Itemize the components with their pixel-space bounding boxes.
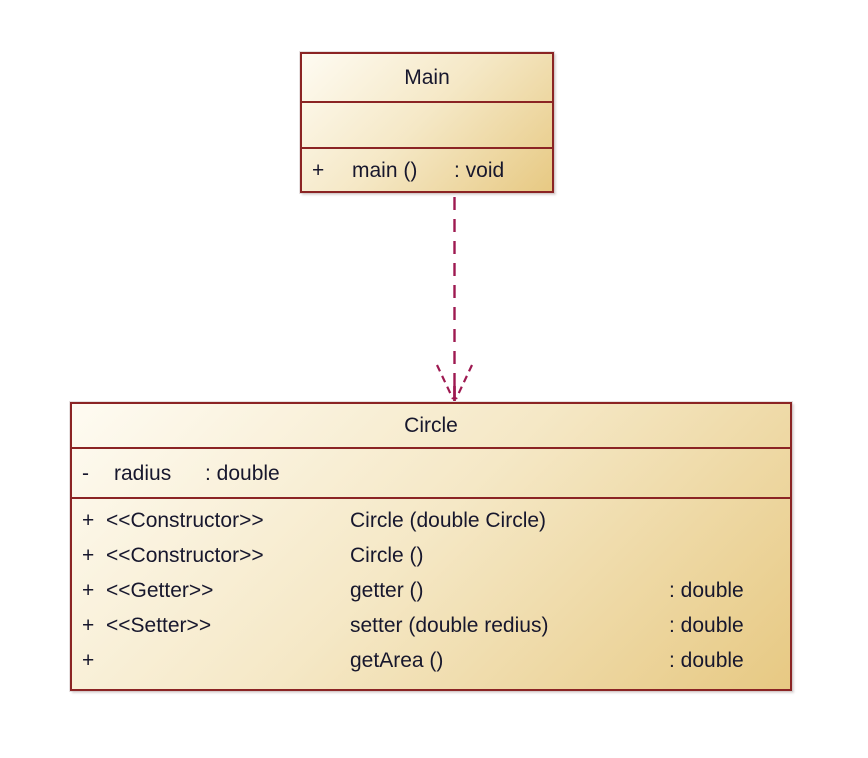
operation-signature: setter (double redius)	[350, 614, 549, 637]
visibility-symbol: +	[82, 579, 95, 602]
stereotype-label: <<Constructor>>	[106, 509, 264, 532]
operation-row: + getArea () : double	[72, 643, 790, 678]
visibility-symbol: +	[82, 509, 95, 532]
arrowhead-left-stroke	[436, 364, 454, 400]
visibility-symbol: +	[82, 614, 95, 637]
attribute-type: : double	[205, 461, 280, 485]
stereotype-label: <<Getter>>	[106, 579, 214, 602]
main-operations-compartment: + main () : void	[302, 147, 552, 191]
return-type: : double	[669, 579, 744, 602]
visibility-symbol: +	[82, 544, 95, 567]
operation-row: + <<Getter>> getter () : double	[72, 573, 790, 608]
main-attributes-compartment	[302, 101, 552, 147]
operation-signature: Circle ()	[350, 544, 424, 567]
operation-row: + <<Constructor>> Circle ()	[72, 538, 790, 573]
arrowhead-right-stroke	[455, 364, 473, 400]
stereotype-label: <<Constructor>>	[106, 544, 264, 567]
attribute-name: radius	[114, 461, 172, 485]
operation-row: + <<Setter>> setter (double redius) : do…	[72, 608, 790, 643]
return-type: : void	[454, 158, 505, 182]
return-type: : double	[669, 614, 744, 637]
class-box-main[interactable]: Main + main () : void	[300, 52, 554, 193]
class-box-circle[interactable]: Circle - radius : double + <<Constructor…	[70, 402, 792, 691]
class-title-circle: Circle	[404, 414, 458, 437]
stereotype-label: <<Setter>>	[106, 614, 212, 637]
operation-row: + <<Constructor>> Circle (double Circle)	[72, 503, 790, 538]
circle-operations-compartment: + <<Constructor>> Circle (double Circle)…	[72, 497, 790, 689]
operation-signature: getter ()	[350, 579, 424, 602]
operation-signature: Circle (double Circle)	[350, 509, 547, 532]
attribute-row: - radius : double	[72, 463, 790, 484]
operation-signature: main ()	[352, 158, 418, 182]
return-type: : double	[669, 649, 744, 672]
circle-attributes-compartment: - radius : double	[72, 447, 790, 497]
class-title-main: Main	[404, 66, 450, 89]
visibility-symbol: +	[82, 649, 95, 672]
operation-signature: getArea ()	[350, 649, 444, 672]
visibility-symbol: +	[312, 158, 325, 182]
operation-row: + main () : void	[302, 160, 552, 181]
visibility-symbol: -	[82, 461, 89, 485]
